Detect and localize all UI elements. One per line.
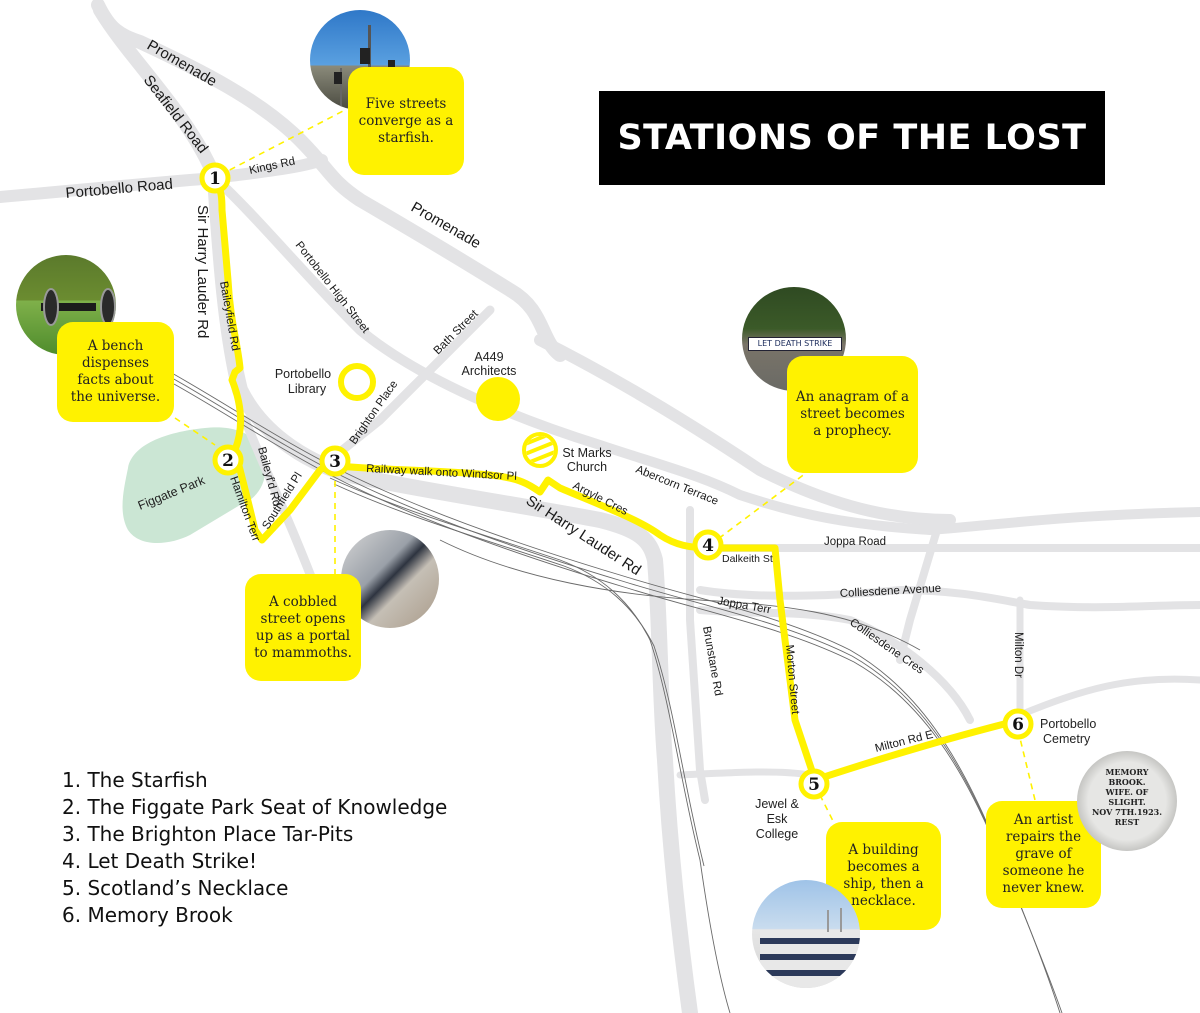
inscription-line: REST — [1114, 817, 1140, 827]
legend-item-6: 6. Memory Brook — [62, 903, 233, 927]
a449-architects-marker[interactable] — [476, 377, 520, 421]
leader-lines — [174, 109, 1036, 826]
portobello-library-marker[interactable] — [338, 363, 376, 401]
label-morton-street: Morton Street — [783, 644, 801, 715]
station-marker-3[interactable]: 3 — [319, 445, 351, 477]
label-a449-2: Architects — [462, 364, 517, 378]
label-st-marks-1: St Marks — [562, 446, 611, 460]
label-dalkeith-st: Dalkeith St — [722, 553, 773, 565]
station-marker-1[interactable]: 1 — [199, 162, 231, 194]
svg-text:2: 2 — [222, 451, 234, 471]
svg-text:5: 5 — [808, 775, 820, 795]
svg-text:3: 3 — [329, 452, 341, 472]
traffic-lights-icon — [334, 25, 395, 108]
station-marker-4[interactable]: 4 — [692, 529, 724, 561]
label-joppa-road: Joppa Road — [824, 536, 886, 548]
legend-item-2: 2. The Figgate Park Seat of Knowledge — [62, 795, 448, 819]
legend-item-3: 3. The Brighton Place Tar-Pits — [62, 822, 354, 846]
station-marker-5[interactable]: 5 — [798, 768, 830, 800]
st-marks-church-marker[interactable] — [520, 430, 560, 476]
callout-station-4: An anagram of a street becomes a prophec… — [787, 356, 918, 473]
photo-jewel-esk-college — [752, 880, 860, 988]
svg-text:1: 1 — [209, 169, 221, 189]
legend-item-1: 1. The Starfish — [62, 768, 208, 792]
building-icon — [760, 908, 860, 988]
legend-item-5: 5. Scotland’s Necklace — [62, 876, 289, 900]
label-milton-dr: Milton Dr — [1012, 632, 1024, 678]
inscription-line: MEMORY — [1105, 767, 1149, 777]
legend-item-4: 4. Let Death Strike! — [62, 849, 258, 873]
label-jewel-2: Esk — [767, 812, 789, 826]
walking-route — [211, 174, 1024, 784]
label-portobello-library-1: Portobello — [275, 367, 331, 381]
label-jewel-1: Jewel & — [755, 797, 799, 811]
label-brunstane-rd: Brunstane Rd — [700, 625, 724, 696]
station-marker-2[interactable]: 2 — [212, 444, 244, 476]
wheel-bench-icon — [41, 288, 116, 326]
stations-legend: 1. The Starfish 2. The Figgate Park Seat… — [62, 767, 447, 929]
inscription-line: WIFE. OF — [1105, 787, 1149, 797]
label-a449-1: A449 — [474, 350, 503, 364]
page-title: STATIONS OF THE LOST — [617, 118, 1087, 158]
title-banner: STATIONS OF THE LOST — [599, 91, 1105, 185]
label-st-marks-2: Church — [567, 460, 607, 474]
label-cemetery-2: Cemetry — [1043, 732, 1091, 746]
label-portobello-high-street: Portobello High Street — [293, 239, 372, 336]
callout-station-1: Five streets converge as a starfish. — [348, 67, 464, 175]
label-portobello-library-2: Library — [288, 382, 327, 396]
svg-text:4: 4 — [702, 536, 714, 556]
callout-station-2: A bench dispenses facts about the univer… — [57, 322, 174, 422]
label-seafield-road: Seafield Road — [140, 72, 211, 157]
label-jewel-3: College — [756, 827, 798, 841]
inscription-line: BROOK. — [1108, 777, 1146, 787]
photo-memory-brook-stone: MEMORY BROOK. WIFE. OF SLIGHT. NOV 7TH.1… — [1077, 751, 1177, 851]
label-colliesdene-avenue: Colliesdene Avenue — [840, 583, 942, 600]
callout-station-3: A cobbled street opens up as a portal to… — [245, 574, 361, 681]
svg-text:6: 6 — [1012, 715, 1024, 735]
station-marker-6[interactable]: 6 — [1002, 708, 1034, 740]
inscription-line: SLIGHT. — [1108, 797, 1146, 807]
label-sir-harry-lauder-rd-1: Sir Harry Lauder Rd — [194, 205, 211, 338]
street-sign: LET DEATH STRIKE — [748, 337, 842, 351]
inscription-line: NOV 7TH.1923. — [1091, 807, 1163, 817]
label-cemetery-1: Portobello — [1040, 717, 1096, 731]
gravestone-inscription: MEMORY BROOK. WIFE. OF SLIGHT. NOV 7TH.1… — [1087, 767, 1167, 827]
label-portobello-road: Portobello Road — [65, 176, 174, 202]
